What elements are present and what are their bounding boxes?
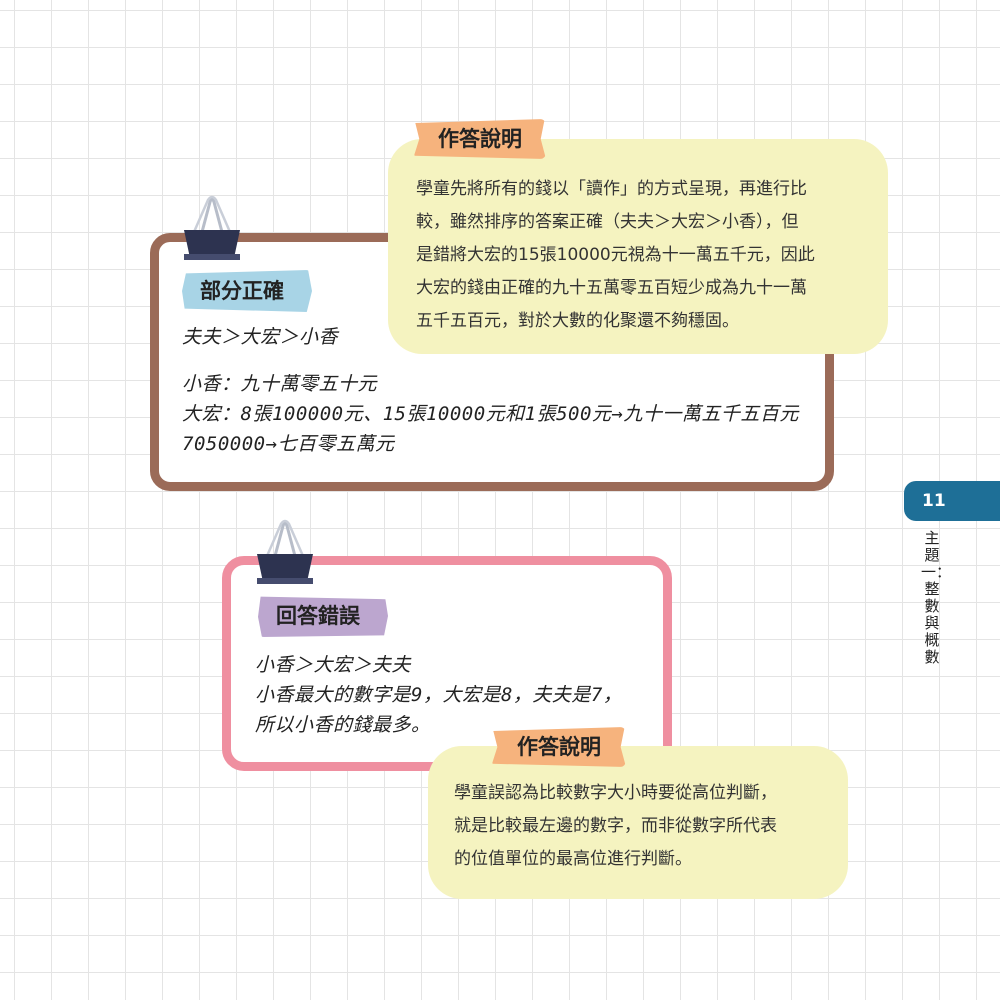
explanation-note: 學童先將所有的錢以「讀作」的方式呈現，再進行比 較，雖然排序的答案正確（夫夫＞大… [388,139,888,354]
note-line: 學童誤認為比較數字大小時要從高位判斷， [454,783,777,803]
explanation-tag: 作答說明 [492,727,626,767]
note-line: 學童先將所有的錢以「讀作」的方式呈現，再進行比 [416,179,807,199]
partial-work-line: 大宏：8張100000元、15張10000元和1張500元→九十一萬五千五百元 [182,403,799,425]
page-number-tab: 11 [904,481,1000,521]
wrong-answer-card [222,556,672,771]
note-line: 的位值單位的最高位進行判斷。 [454,849,692,869]
explanation-tag: 作答說明 [414,119,546,159]
wrong-answer-tag: 回答錯誤 [258,596,388,637]
wrong-answer-line: 小香＞大宏＞夫夫 [255,654,412,676]
note-line: 就是比較最左邊的數字，而非從數字所代表 [454,816,777,836]
partial-correct-tag: 部分正確 [182,270,312,312]
note-line: 較，雖然排序的答案正確（夫夫＞大宏＞小香），但 [416,212,799,232]
explanation-note: 學童誤認為比較數字大小時要從高位判斷， 就是比較最左邊的數字，而非從數字所代表 … [428,746,848,899]
partial-work-line: 小香：九十萬零五十元 [182,373,378,395]
note-line: 五千五百元，對於大數的化聚還不夠穩固。 [416,311,739,331]
note-line: 是錯將大宏的15張10000元視為十一萬五千元，因此 [416,245,815,265]
binder-clip-icon [184,195,240,260]
binder-clip-icon [257,519,313,584]
note-line: 大宏的錢由正確的九十五萬零五百短少成為九十一萬 [416,278,807,298]
partial-work-line: 7050000→七百零五萬元 [182,433,395,455]
section-label: 主題一：整數與概數 [921,529,952,666]
partial-answer-line: 夫夫＞大宏＞小香 [182,326,339,348]
wrong-work-line: 小香最大的數字是9，大宏是8，夫夫是7， [255,684,623,706]
wrong-work-line: 所以小香的錢最多。 [255,714,431,736]
